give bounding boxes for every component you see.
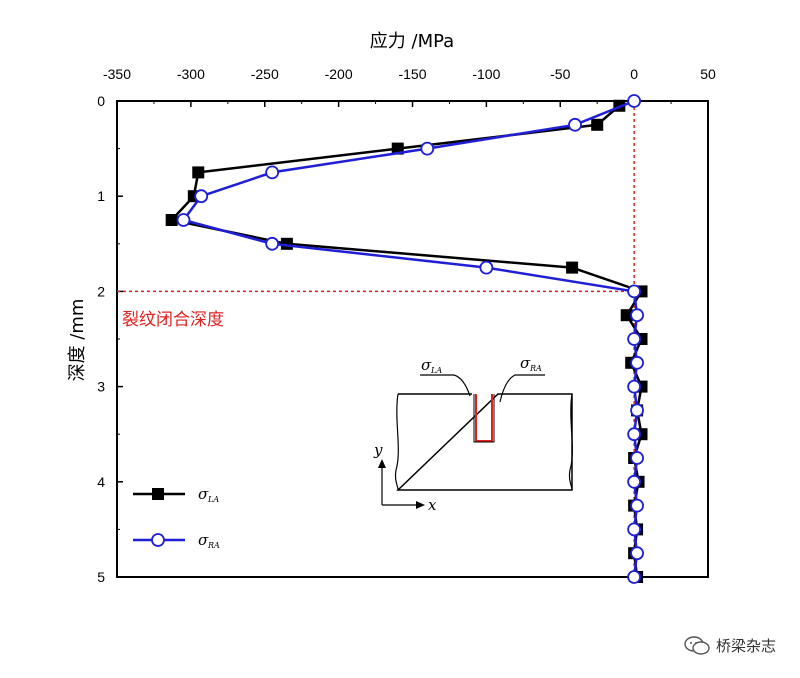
data-point-circle <box>194 189 209 204</box>
data-point-circle <box>420 141 435 156</box>
legend-label-la-sub: LA <box>207 495 219 504</box>
data-point-circle <box>627 522 642 537</box>
series-layer <box>165 94 648 584</box>
watermark: 桥梁杂志 <box>684 635 776 656</box>
series-line <box>169 104 644 578</box>
x-tick-label: -300 <box>177 66 205 82</box>
y-tick-label: 0 <box>97 93 105 109</box>
crack-closure-label: 裂纹闭合深度 <box>122 310 224 330</box>
y-tick-label: 2 <box>97 283 105 299</box>
data-point-circle <box>630 308 644 323</box>
x-tick-label: -250 <box>251 66 279 82</box>
inset-break-right <box>568 393 573 491</box>
x-tick-label: -100 <box>472 66 500 82</box>
data-point-square <box>192 166 205 179</box>
data-point-circle <box>630 498 644 513</box>
data-point-circle <box>627 474 642 489</box>
inset-label-right: σ <box>520 354 531 372</box>
inset-leader-right <box>499 374 545 403</box>
x-tick-label: -350 <box>103 66 131 82</box>
inset-schematic: σ LA σ RA y x <box>373 354 573 514</box>
data-point-square <box>566 261 579 274</box>
data-point-circle <box>627 379 642 394</box>
inset-x-label: x <box>428 496 437 514</box>
legend: σ LA σ RA <box>133 485 220 550</box>
data-point-circle <box>627 94 642 108</box>
legend-label-ra-sub: RA <box>207 541 220 550</box>
data-point-circle <box>265 236 280 251</box>
inset-notch-outline <box>473 394 495 443</box>
data-point-circle <box>176 213 191 227</box>
inset-label-right-sub: RA <box>529 364 542 373</box>
data-point-square <box>165 214 178 226</box>
data-point-circle <box>265 165 280 180</box>
data-point-circle <box>630 451 644 465</box>
x-tick-label: -200 <box>325 66 353 82</box>
data-point-square <box>591 118 604 131</box>
series-ra <box>176 94 644 584</box>
x-tick-label: 0 <box>630 66 638 82</box>
y-tick-label: 4 <box>97 474 105 490</box>
data-point-circle <box>627 427 642 442</box>
y-tick-label: 5 <box>97 569 105 585</box>
inset-leader-left <box>420 374 471 397</box>
x-tick-label: -150 <box>398 66 426 82</box>
data-point-circle <box>630 546 644 561</box>
axis-ticks: -350 -300 -250 -200 -150 -100 -50 0 50 0 1 2 3 4 5 <box>97 66 716 585</box>
data-point-circle <box>630 403 644 418</box>
x-tick-label: -50 <box>550 66 570 82</box>
legend-marker-ra <box>151 533 165 547</box>
data-point-circle <box>627 332 642 346</box>
reference-lines <box>117 101 635 577</box>
inset-y-label: y <box>373 441 383 459</box>
x-tick-label: 50 <box>700 66 716 82</box>
data-point-circle <box>627 284 642 299</box>
data-point-circle <box>479 260 494 275</box>
inset-notch <box>475 394 493 442</box>
y-tick-label: 3 <box>97 379 105 395</box>
legend-label-la: σ <box>198 485 209 503</box>
inset-y-arrow <box>378 459 386 468</box>
inset-label-left-sub: LA <box>430 366 442 375</box>
y-axis-title: 深度 /mm <box>67 299 88 382</box>
legend-marker-la <box>152 488 164 500</box>
wechat-icon <box>684 635 710 655</box>
data-point-circle <box>568 117 582 132</box>
inset-break-left <box>394 393 399 491</box>
series-la <box>165 99 648 583</box>
inset-label-left: σ <box>421 356 432 374</box>
y-tick-label: 1 <box>97 188 105 204</box>
data-point-circle <box>630 355 644 370</box>
legend-label-ra: σ <box>198 531 209 549</box>
data-point-circle <box>627 570 642 584</box>
watermark-text: 桥梁杂志 <box>715 637 776 655</box>
inset-x-arrow <box>416 501 425 509</box>
x-axis-title: 应力 /MPa <box>370 31 454 52</box>
data-point-square <box>620 309 633 322</box>
